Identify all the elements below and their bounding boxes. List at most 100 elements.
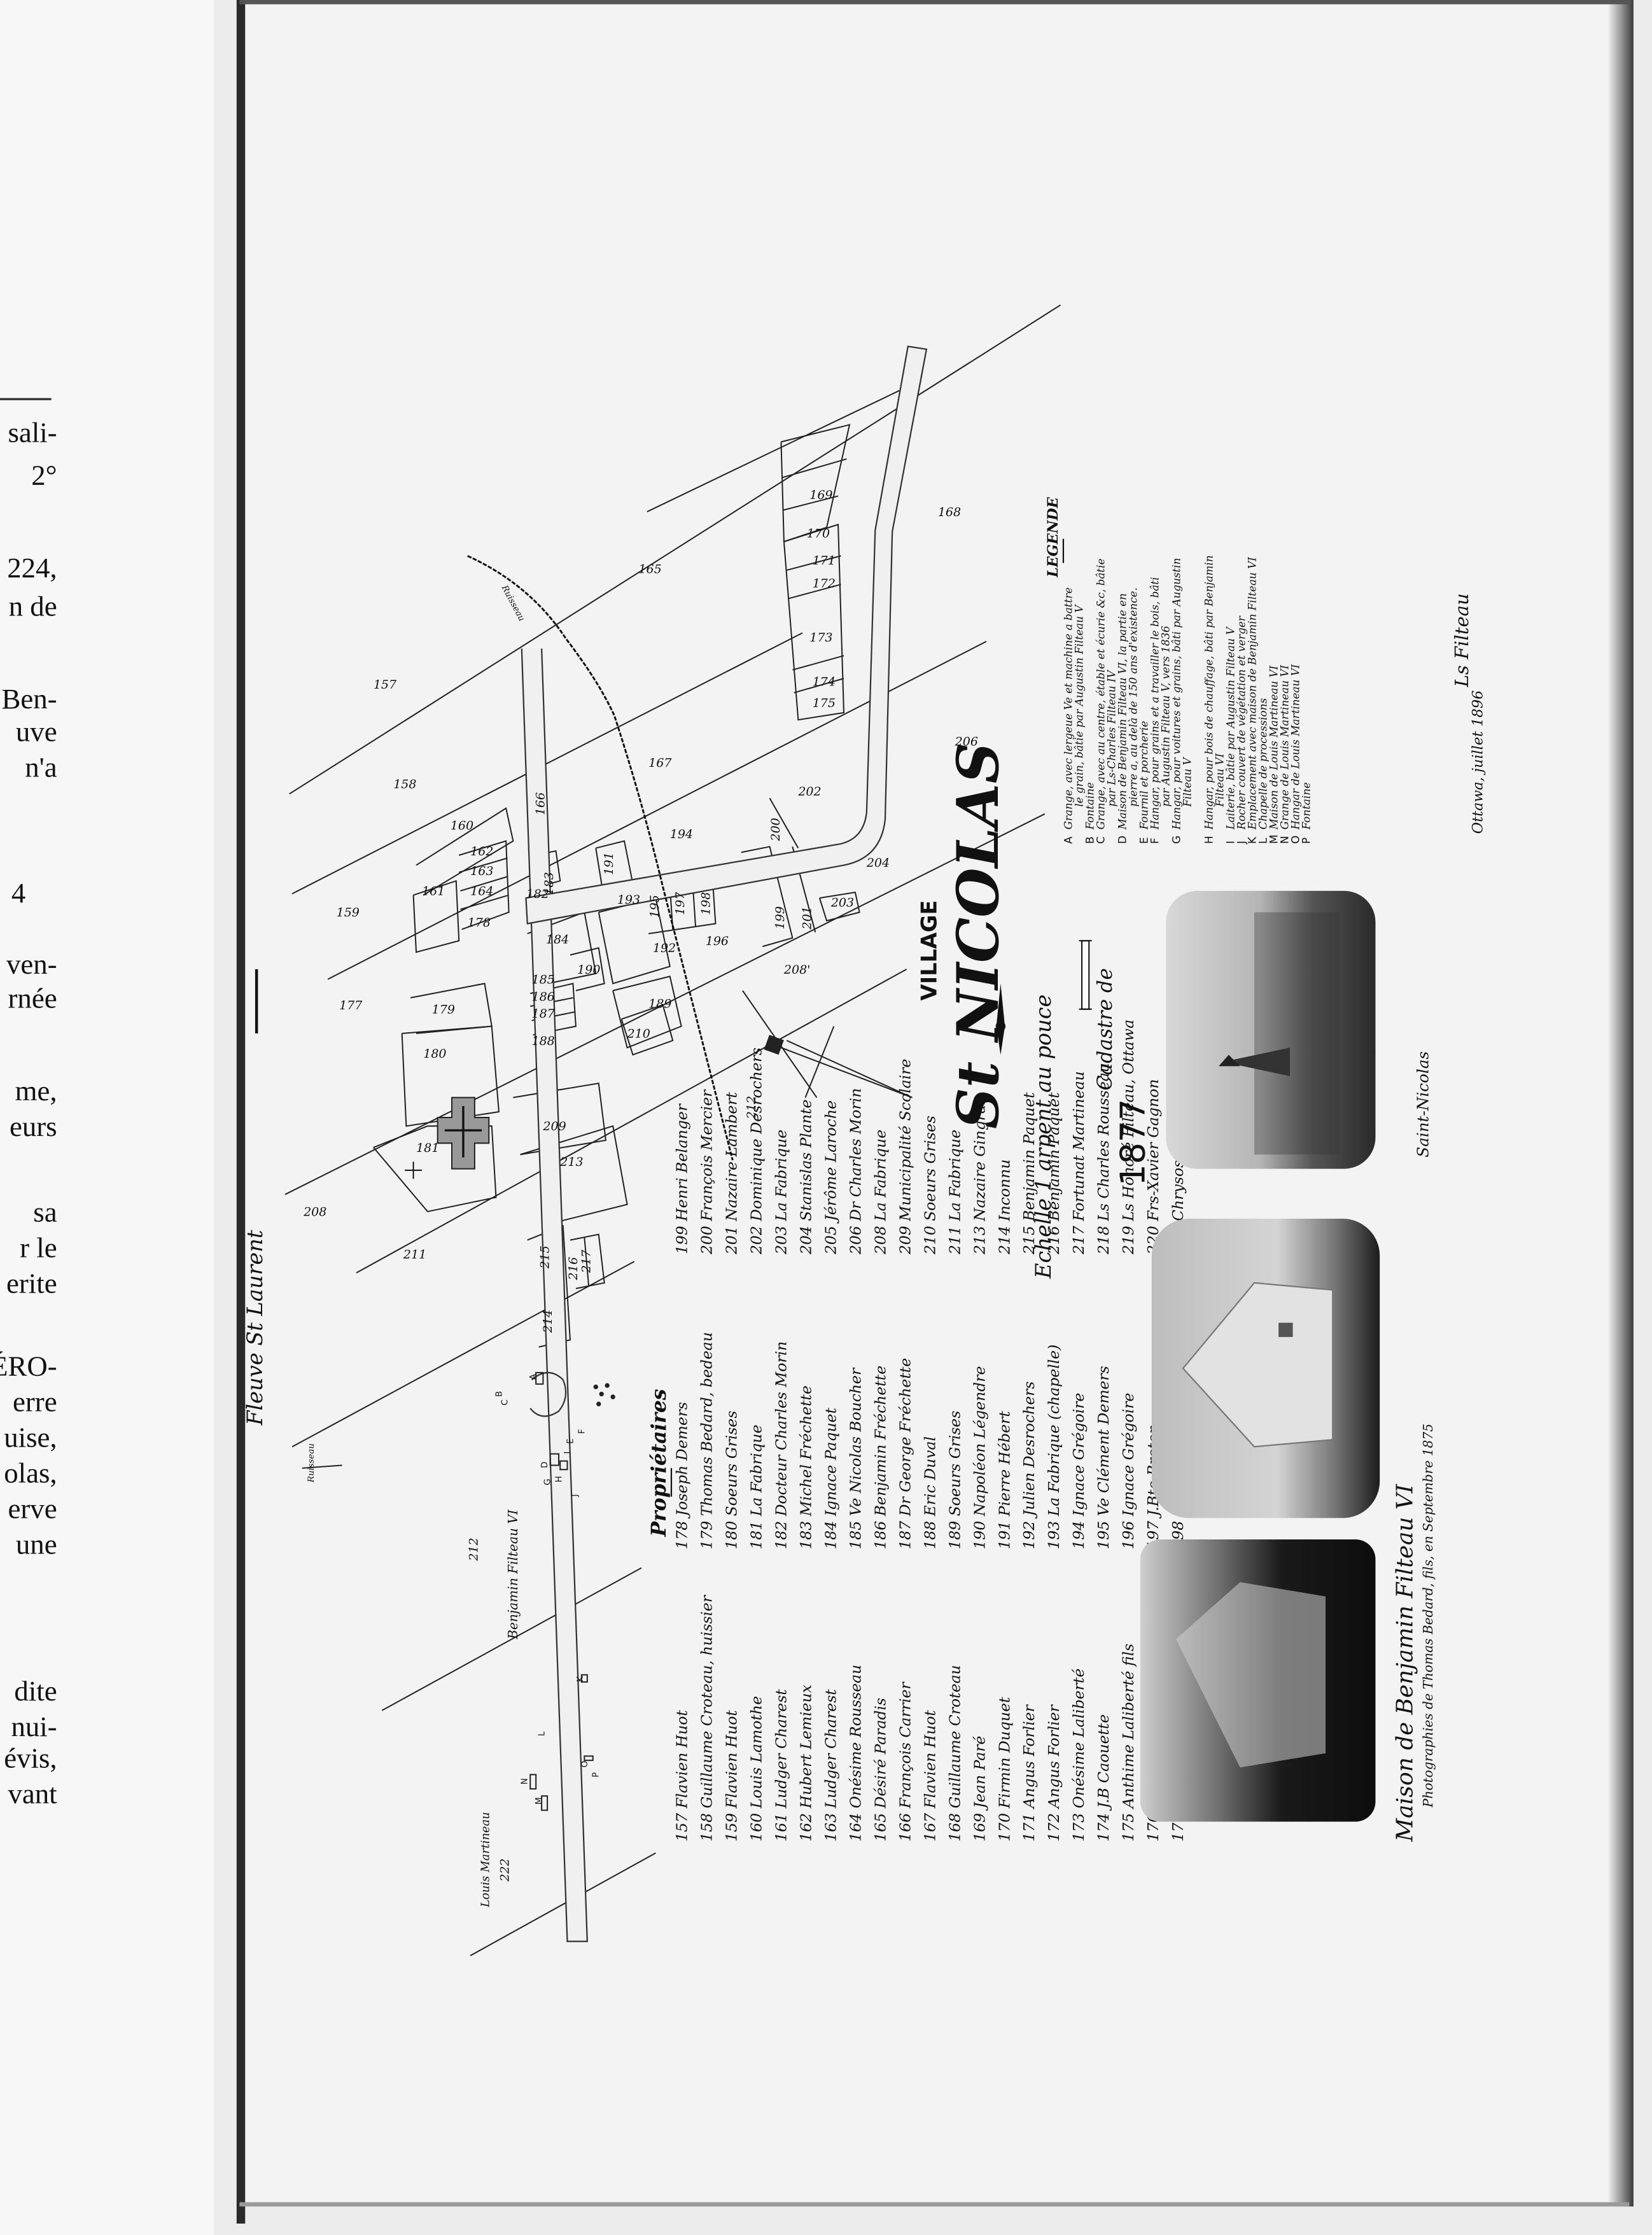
map-building-letter: L [538, 1731, 547, 1736]
stream-label-lower: Ruisseau [307, 1443, 316, 1483]
legend-key: H [1202, 836, 1215, 844]
parcel-outline [818, 891, 860, 922]
left-page [0, 0, 214, 2235]
map-building-letter: P [592, 1772, 601, 1777]
owner-entry: 175 Anthime Laliberté fils [1119, 1644, 1137, 1842]
photo-saint-nicolas [1166, 890, 1376, 1169]
parcel-number: 215 [538, 1245, 552, 1269]
map-building-letter: C [500, 1399, 510, 1405]
parcel-number: 183 [542, 872, 556, 895]
photo-caption-main: Maison de Benjamin Filteau VI [1392, 1483, 1418, 1842]
left-page-line: n de [9, 591, 57, 622]
owner-entry: 199 Henri Belanger [673, 1103, 691, 1254]
left-page-line: r le [20, 1232, 57, 1264]
legend-entry: le grain, bâtie par Augustin Filteau V [1072, 604, 1085, 807]
legend-entry: Chapelle de processions [1257, 698, 1270, 830]
left-page-line: 224, [7, 552, 57, 584]
owner-entry: 188 Eric Duval [921, 1436, 939, 1550]
owner-entry: 203 La Fabrique [773, 1130, 790, 1255]
scale-bar [1079, 940, 1092, 1010]
left-page-line: uise, [4, 1421, 57, 1453]
legend-key: I [1224, 841, 1236, 844]
cadastre-year: 1877 [1113, 1099, 1153, 1186]
parcel-number: 180 [423, 1047, 446, 1061]
owner-entry: 167 Flavien Huot [921, 1710, 939, 1842]
lot-line [284, 813, 1046, 1195]
owner-entry: 162 Hubert Lemieux [797, 1685, 815, 1842]
lot-line [291, 1261, 635, 1448]
map-building-letter: J [570, 1494, 580, 1497]
parcel-number: 196 [706, 934, 729, 948]
parcel-number: 210 [627, 1027, 650, 1041]
parcel-outline [412, 879, 460, 953]
owner-entry: 183 Michel Fréchette [797, 1385, 815, 1550]
parcel-number: 186 [531, 990, 554, 1004]
legend-key: O [1289, 836, 1302, 844]
parcel-number: 212 [466, 1538, 480, 1561]
owner-entry: 173 Onésime Laliberté [1070, 1669, 1088, 1842]
map-building-letter: K [576, 1676, 585, 1682]
owner-entry: 208 La Fabrique [871, 1130, 889, 1255]
owner-entry: 215 Benjamin Paquet [1020, 1092, 1038, 1255]
parcel-number: 170 [807, 526, 830, 540]
left-page-line: erre [13, 1385, 57, 1417]
parcel-number: 164 [470, 885, 493, 899]
left-page-line: rnée [8, 983, 57, 1014]
left-page-line: 4 [11, 877, 25, 909]
left-page-line: erve [8, 1492, 57, 1524]
parcel-number: 165 [638, 562, 661, 576]
parcel-number: 213 [559, 1155, 583, 1169]
parcel-number: 203 [830, 896, 854, 910]
left-page-line: une [16, 1528, 57, 1560]
owner-entry: 171 Angus Forlier [1020, 1704, 1038, 1841]
parcel-number: 190 [577, 963, 600, 977]
legend-entry: pierre a, au delà de 150 ans d'existence… [1127, 587, 1140, 807]
owner-entry: 220 Frs-Xavier Gagnon [1144, 1079, 1162, 1255]
owner-entry: 211 La Fabrique [946, 1130, 963, 1255]
owner-entry: 192 Julien Desrochers [1020, 1382, 1038, 1550]
left-page-text: sali-2°224,n deBen-uven'a4ven-rnéeme,eur… [0, 398, 57, 1809]
owner-entry: 180 Soeurs Grises [723, 1411, 741, 1550]
owner-entry: 206 Dr Charles Morin [846, 1088, 864, 1255]
photographs: Maison de Benjamin Filteau VI Photograph… [1140, 890, 1436, 1842]
parcel-number: 191 [602, 852, 616, 875]
left-page-line: ÉRO- [0, 1350, 57, 1382]
parcel-number: 209 [542, 1119, 566, 1133]
left-page-line: n'a [25, 752, 57, 783]
parcel-outline [620, 1004, 674, 1056]
page-top-edge [239, 0, 1630, 4]
owner-entry: 163 Ludger Charest [822, 1689, 839, 1842]
owner-entry: 182 Docteur Charles Morin [773, 1342, 790, 1550]
legend-entry: par Augustin Filteau V, vers 1836 [1159, 626, 1172, 807]
roads [521, 345, 928, 1942]
parcel-number: 198 [699, 892, 713, 915]
owner-entry: 169 Jean Paré [970, 1736, 988, 1842]
parcel-number: 158 [393, 778, 416, 792]
owner-entry: 165 Désiré Paradis [871, 1698, 889, 1842]
parcel-number: 189 [648, 997, 671, 1011]
parcel-outline [570, 947, 605, 991]
legend-entry: Rocher couvert de végétation et verger [1235, 615, 1248, 830]
parcel-number: 163 [470, 864, 493, 878]
parcel-outline [401, 1025, 500, 1127]
stream-ruisseau [467, 555, 734, 1161]
map-building-letter: N [521, 1778, 530, 1784]
map-building-letter: I [563, 1452, 573, 1454]
map-building-letter: B [494, 1391, 504, 1397]
parcel-outline [527, 911, 597, 987]
page-spine-edge [236, 0, 246, 2224]
legend-entry: Hangar, pour grains et a travailler le b… [1149, 577, 1161, 830]
parcel-number: 159 [337, 906, 360, 920]
owner-entry: 185 Ve Nicolas Boucher [846, 1367, 864, 1550]
parcel-number: 172 [813, 577, 836, 591]
legend-key: E [1138, 837, 1151, 844]
legend-key: C [1094, 836, 1107, 844]
legend-entry: par Ls-Charles Filteau IV [1105, 669, 1117, 806]
left-page-line: évis, [4, 1742, 57, 1774]
parcel-number: 200 [769, 818, 783, 841]
legend-entry: Laiterie, bâtie par Augustin Filteau V [1224, 626, 1236, 830]
parcel-number: 181 [416, 1141, 439, 1155]
parcel-outline [780, 424, 851, 543]
legend-entry: Hangar, pour bois de chauffage, bâti par… [1202, 555, 1215, 830]
main-road [521, 648, 588, 1942]
